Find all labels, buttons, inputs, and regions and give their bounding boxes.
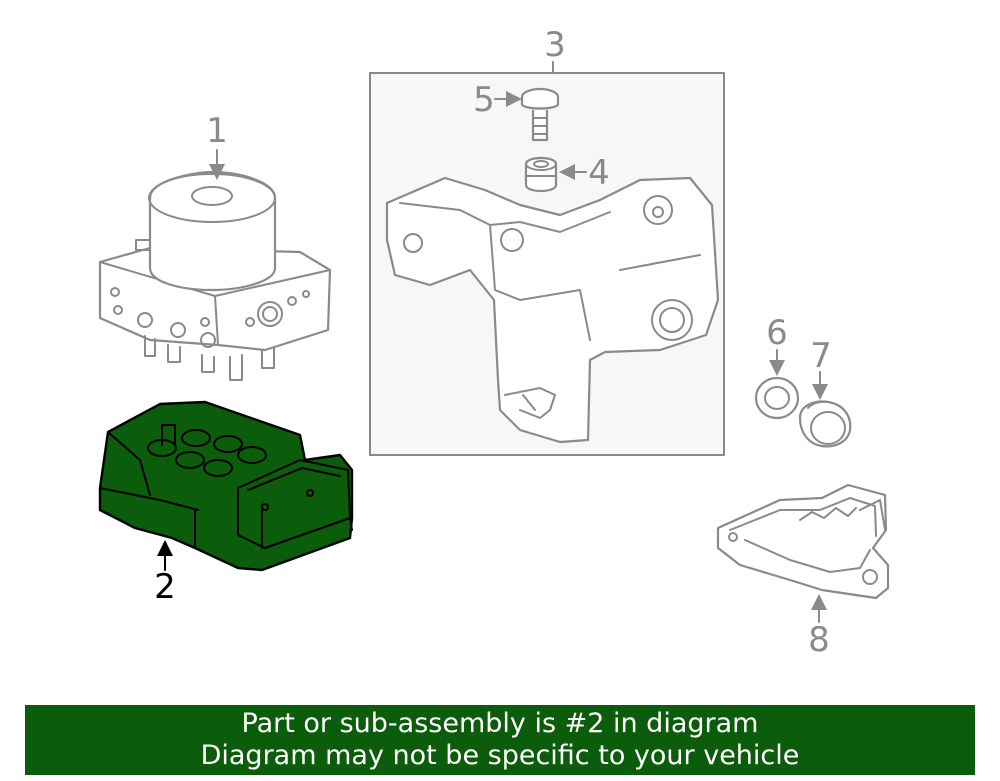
- part-6-washer[interactable]: [754, 376, 800, 420]
- part-3-bracket[interactable]: [385, 176, 720, 444]
- banner-line-2: Diagram may not be specific to your vehi…: [200, 740, 800, 771]
- part-7-plug[interactable]: [798, 400, 852, 448]
- callout-1: 1: [206, 111, 228, 151]
- callout-5: 5: [473, 80, 495, 120]
- callout-8: 8: [808, 620, 830, 660]
- part-8-sensor-bracket[interactable]: [716, 483, 890, 600]
- part-2-abs-control-unit[interactable]: [98, 400, 354, 572]
- part-4-grommet[interactable]: [524, 156, 558, 193]
- callout-4: 4: [588, 153, 610, 193]
- part-5-bolt[interactable]: [520, 87, 560, 142]
- callout-6: 6: [766, 313, 788, 353]
- banner-line-1: Part or sub-assembly is #2 in diagram: [241, 708, 759, 739]
- callout-7: 7: [810, 336, 832, 376]
- info-banner: Part or sub-assembly is #2 in diagram Di…: [25, 705, 975, 775]
- callout-3: 3: [544, 25, 566, 65]
- callout-2: 2: [154, 567, 176, 607]
- part-1-abs-modulator[interactable]: [98, 170, 332, 381]
